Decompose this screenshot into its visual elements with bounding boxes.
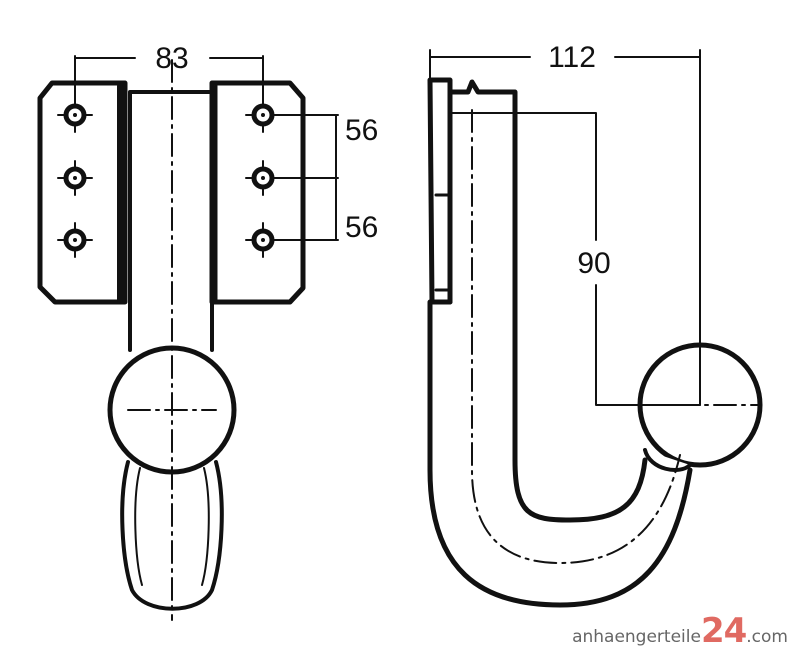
dimension-112: 112 — [548, 41, 596, 74]
dimension-83: 83 — [155, 42, 188, 75]
bolt-holes — [57, 97, 281, 258]
stem — [128, 90, 214, 352]
dimension-83-lines — [74, 55, 339, 241]
watermark-suffix: .com — [746, 627, 788, 647]
watermark-prefix: anhaengerteile — [572, 627, 701, 647]
dimension-56-upper: 56 — [345, 114, 378, 147]
hook-body — [427, 79, 693, 608]
left-mounting-plate — [37, 80, 128, 305]
dimension-56-lower: 56 — [345, 211, 378, 244]
dimension-112-90-lines — [429, 49, 701, 406]
side-mounting-plate — [427, 77, 453, 305]
front-view — [37, 55, 339, 621]
side-view — [427, 49, 763, 608]
dimension-90: 90 — [577, 247, 610, 280]
watermark-number: 24 — [700, 611, 747, 651]
watermark-logo: anhaengerteile24.com — [572, 611, 788, 651]
